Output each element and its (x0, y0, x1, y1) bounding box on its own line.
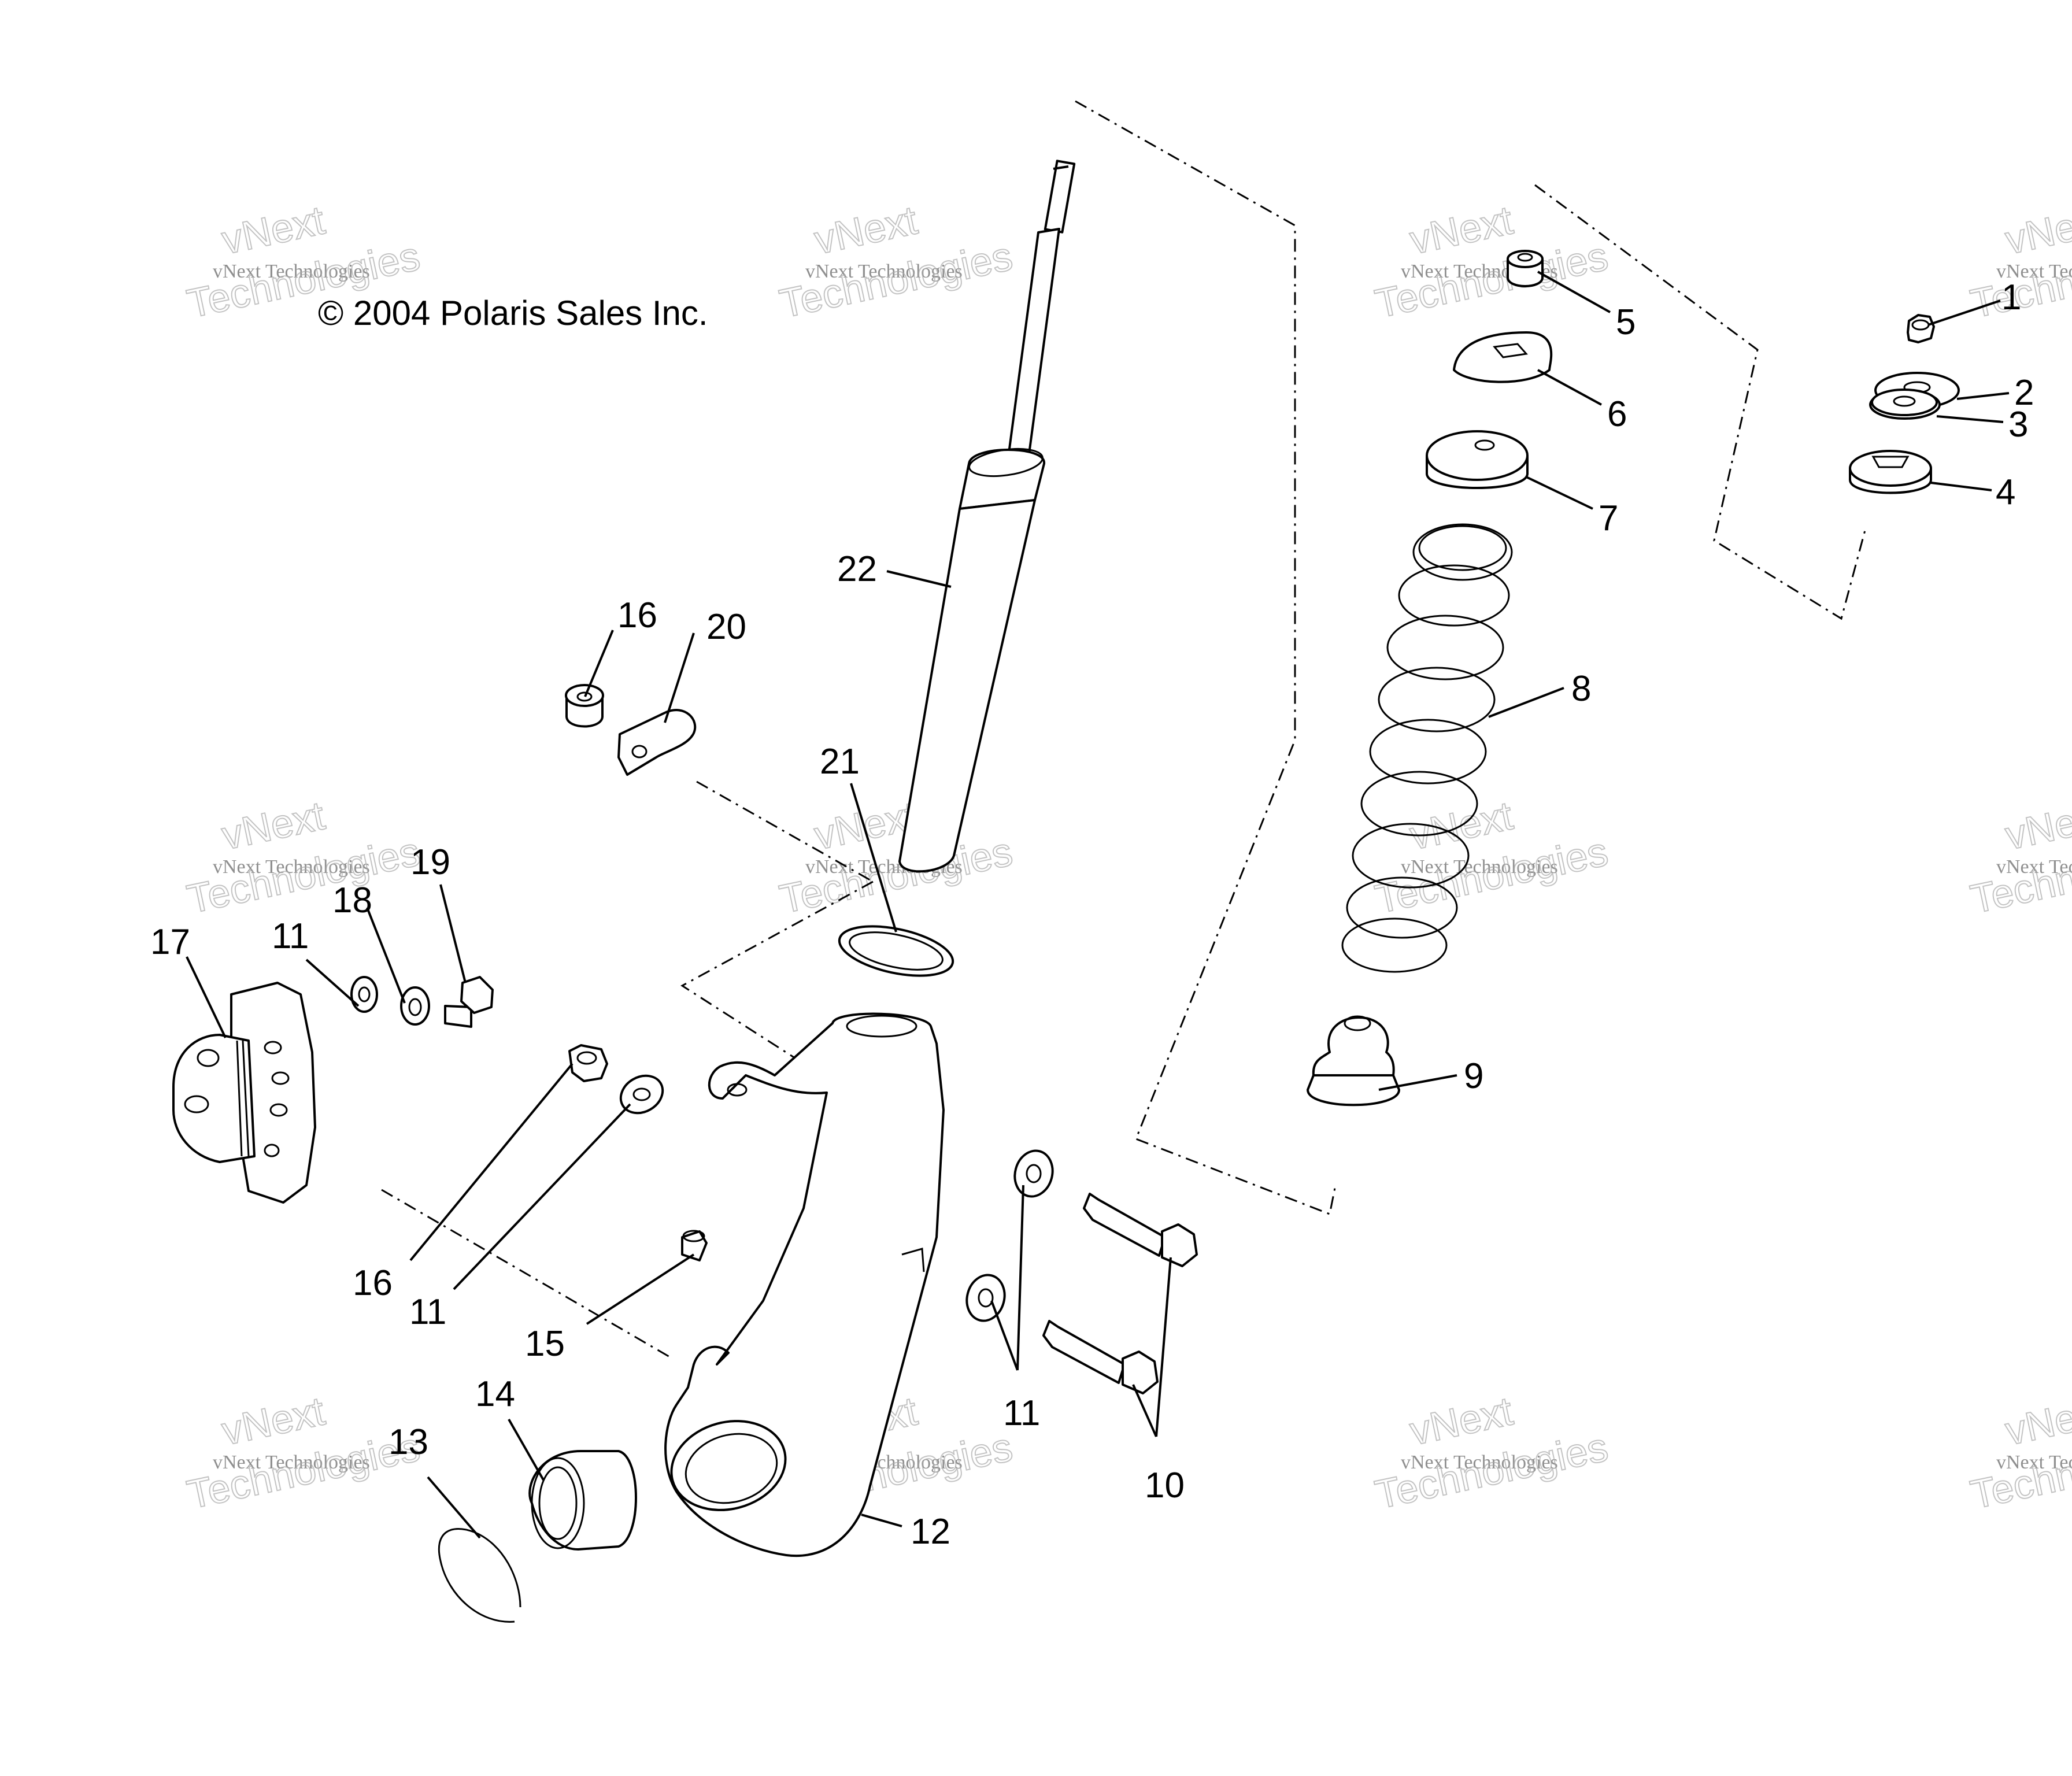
callout-9: 9 (1464, 1056, 1483, 1096)
callout-4: 4 (1996, 472, 2015, 512)
svg-text:Technologies: Technologies (1371, 1424, 1612, 1517)
watermark: vNext Technologies vNext Technologies (1371, 197, 1612, 327)
svg-text:vNext Technologies: vNext Technologies (213, 1452, 370, 1473)
svg-text:Technologies: Technologies (183, 1424, 424, 1517)
callout-2: 2 (2014, 373, 2034, 413)
spring-seat-parts (1426, 250, 1553, 489)
callout-22: 22 (837, 549, 877, 589)
watermark: vNext Technologies vNext Technologies (1371, 1388, 1612, 1518)
svg-text:Technologies: Technologies (776, 828, 1016, 922)
watermark: vNext Technologies vNext Technologies (775, 792, 1017, 922)
callout-11-lower: 11 (409, 1292, 446, 1332)
svg-text:vNext Technologies: vNext Technologies (805, 261, 963, 282)
callout-11-right: 11 (1003, 1393, 1040, 1433)
svg-text:Technologies: Technologies (1371, 233, 1612, 326)
svg-text:vNext: vNext (2001, 793, 2072, 858)
grease-fitting (681, 1230, 708, 1261)
callout-15: 15 (525, 1324, 565, 1364)
callout-1: 1 (2001, 278, 2021, 317)
watermark: vNext Technologies vNext Technologies (183, 1388, 424, 1518)
watermark: vNext Technologies vNext Technologies (775, 197, 1017, 327)
copyright-notice: © 2004 Polaris Sales Inc. (318, 294, 708, 332)
callout-19: 19 (410, 842, 450, 882)
callout-16-lower: 16 (353, 1263, 393, 1303)
svg-text:vNext: vNext (218, 197, 328, 262)
callout-10: 10 (1145, 1466, 1185, 1505)
snap-ring (438, 1527, 521, 1623)
svg-text:vNext: vNext (218, 1388, 328, 1453)
watermarks: vNext Technologies vNext Technologies vN… (183, 197, 2072, 1518)
assembly-phantom-lines (381, 100, 1867, 1359)
watermark: vNext Technologies vNext Technologies (183, 792, 424, 922)
svg-text:vNext Technologies: vNext Technologies (1996, 1452, 2072, 1473)
svg-text:vNext Technologies: vNext Technologies (1401, 1452, 1558, 1473)
svg-text:vNext: vNext (1406, 1388, 1516, 1453)
svg-text:Technologies: Technologies (183, 828, 424, 922)
svg-text:Technologies: Technologies (1371, 828, 1612, 922)
callout-5: 5 (1616, 302, 1636, 342)
callout-labels: 1 2 3 4 5 6 7 8 9 10 11 12 13 14 15 16 1… (150, 278, 2034, 1552)
callout-3: 3 (2008, 405, 2028, 445)
o-ring (838, 925, 954, 977)
callout-7: 7 (1599, 498, 1618, 538)
mounting-bolts (965, 1149, 1198, 1394)
callout-21: 21 (820, 742, 860, 782)
bump-stop (1307, 1015, 1400, 1107)
svg-text:vNext Technologies: vNext Technologies (1996, 261, 2072, 282)
watermark: vNext Technologies vNext Technologies (1371, 792, 1612, 922)
callout-14: 14 (475, 1374, 515, 1414)
callout-18: 18 (332, 880, 372, 920)
callout-17: 17 (150, 922, 190, 962)
shock-absorber (898, 160, 1076, 873)
svg-text:vNext Technologies: vNext Technologies (1996, 856, 2072, 878)
brake-caliper (172, 982, 316, 1204)
callout-13: 13 (388, 1422, 428, 1462)
callout-20: 20 (706, 607, 746, 647)
callout-6: 6 (1607, 394, 1627, 434)
watermark: vNext Technologies vNext Technologies (1966, 1388, 2072, 1518)
caliper-hardware (350, 976, 494, 1028)
svg-text:Technologies: Technologies (776, 233, 1016, 326)
callout-12: 12 (911, 1512, 950, 1552)
svg-text:vNext Technologies: vNext Technologies (1401, 856, 1558, 878)
svg-text:vNext: vNext (811, 197, 921, 262)
svg-text:vNext Technologies: vNext Technologies (213, 856, 370, 878)
callout-8: 8 (1571, 669, 1591, 709)
upper-mount-parts (1849, 314, 1960, 494)
bearing (528, 1450, 637, 1551)
knuckle-nut-washer (568, 1044, 664, 1115)
coil-spring (1341, 523, 1513, 973)
callout-11-caliper: 11 (272, 916, 309, 956)
callout-16-upper: 16 (617, 595, 657, 635)
svg-text:vNext Technologies: vNext Technologies (213, 261, 370, 282)
svg-text:vNext: vNext (2001, 1388, 2072, 1453)
steering-knuckle (664, 1012, 945, 1557)
svg-text:vNext: vNext (2001, 197, 2072, 262)
watermark: vNext Technologies vNext Technologies (1966, 792, 2072, 922)
svg-text:vNext: vNext (218, 793, 328, 858)
leader-lines (186, 271, 2010, 1539)
svg-text:vNext: vNext (1406, 197, 1516, 262)
clamp-and-nut (565, 684, 697, 776)
